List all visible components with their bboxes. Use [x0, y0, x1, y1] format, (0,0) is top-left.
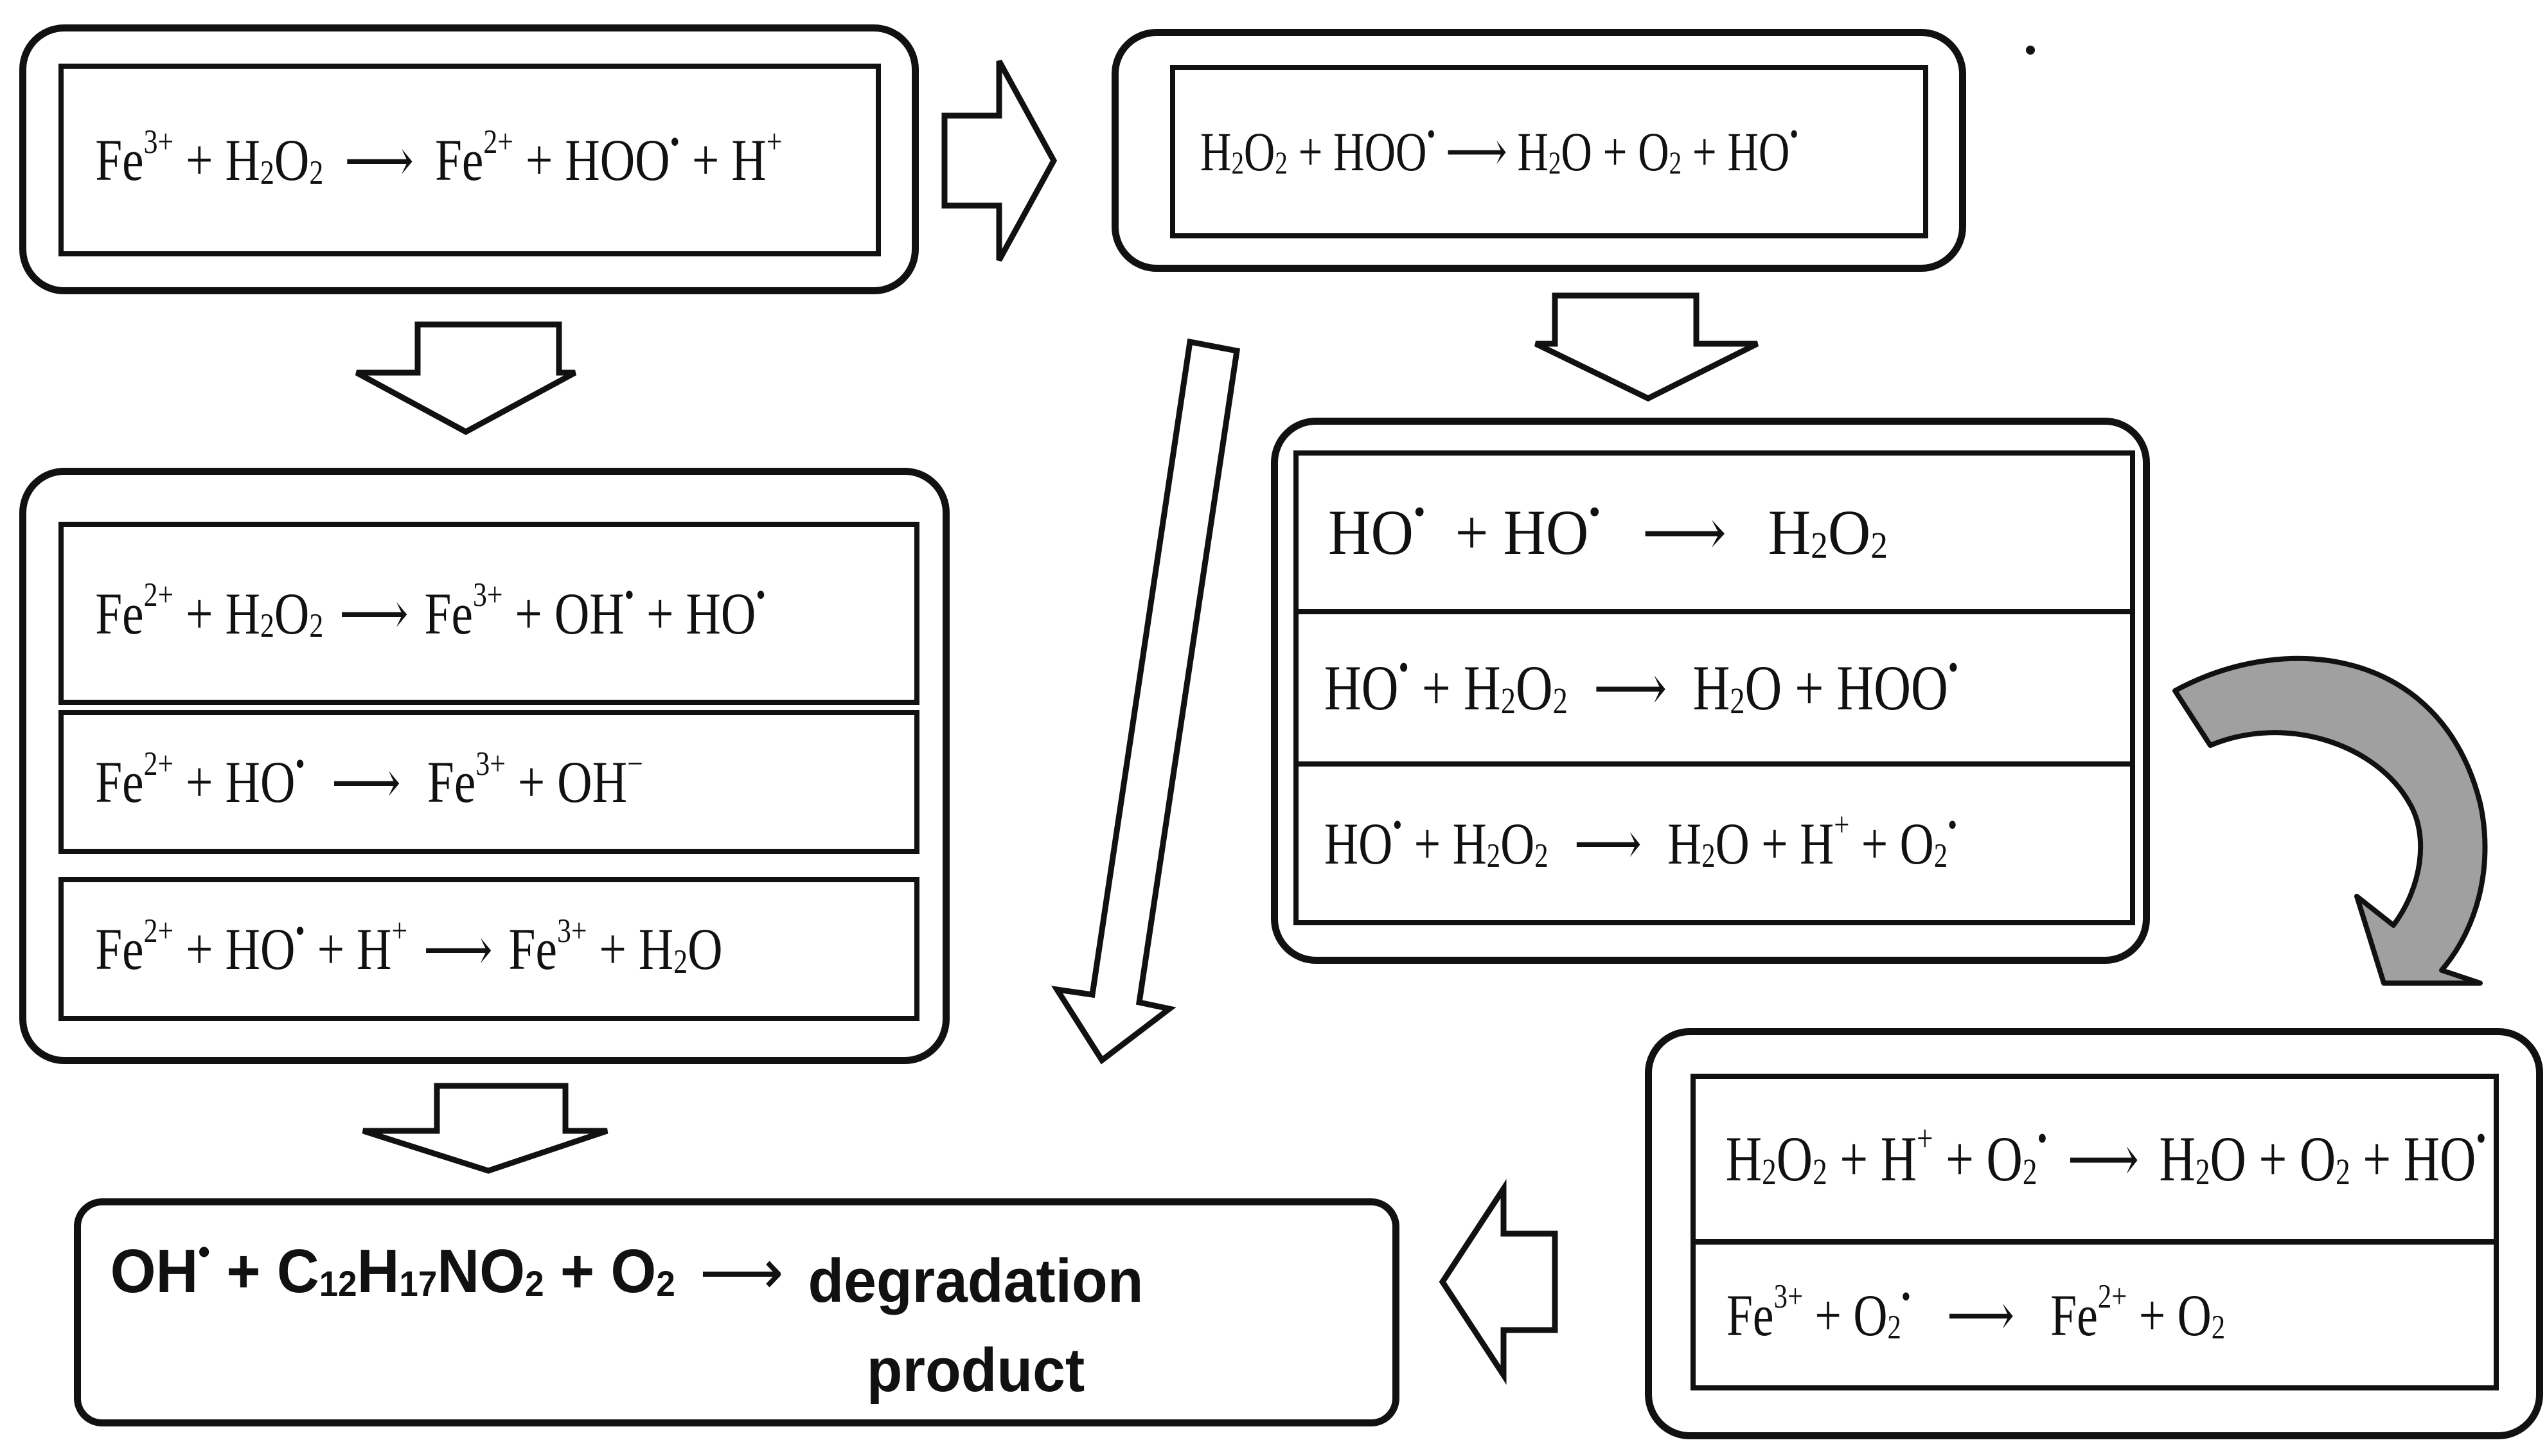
- reaction-arrow-icon: ⟶: [1445, 121, 1507, 182]
- reaction-arrow-icon: ⟶: [1642, 497, 1727, 569]
- label-degradation: degradation: [808, 1247, 1144, 1315]
- reaction-arrow-icon: ⟶: [339, 581, 409, 646]
- arrow-down-icon: [355, 321, 577, 436]
- stray-dot: [2026, 46, 2035, 55]
- arrow-left-icon: [1439, 1178, 1558, 1385]
- arrow-down-icon: [1534, 292, 1759, 402]
- reaction-arrow-icon: ⟶: [331, 749, 401, 815]
- reaction-arrow-icon: ⟶: [423, 916, 493, 982]
- arrow-right-icon: [941, 59, 1058, 262]
- reaction-arrow-icon: ⟶: [1574, 811, 1642, 876]
- arrow-down-icon: [362, 1083, 608, 1174]
- reaction-arrow-icon: ⟶: [699, 1238, 784, 1307]
- reaction-arrow-icon: ⟶: [2067, 1124, 2140, 1195]
- label-product: product: [866, 1336, 1085, 1405]
- curved-arrow-icon: [2172, 655, 2488, 986]
- reaction-arrow-icon: ⟶: [1946, 1283, 2015, 1348]
- arrow-diagonal-icon: [1051, 338, 1241, 1065]
- reaction-arrow-icon: ⟶: [344, 127, 414, 193]
- reaction-arrow-icon: ⟶: [1593, 653, 1667, 724]
